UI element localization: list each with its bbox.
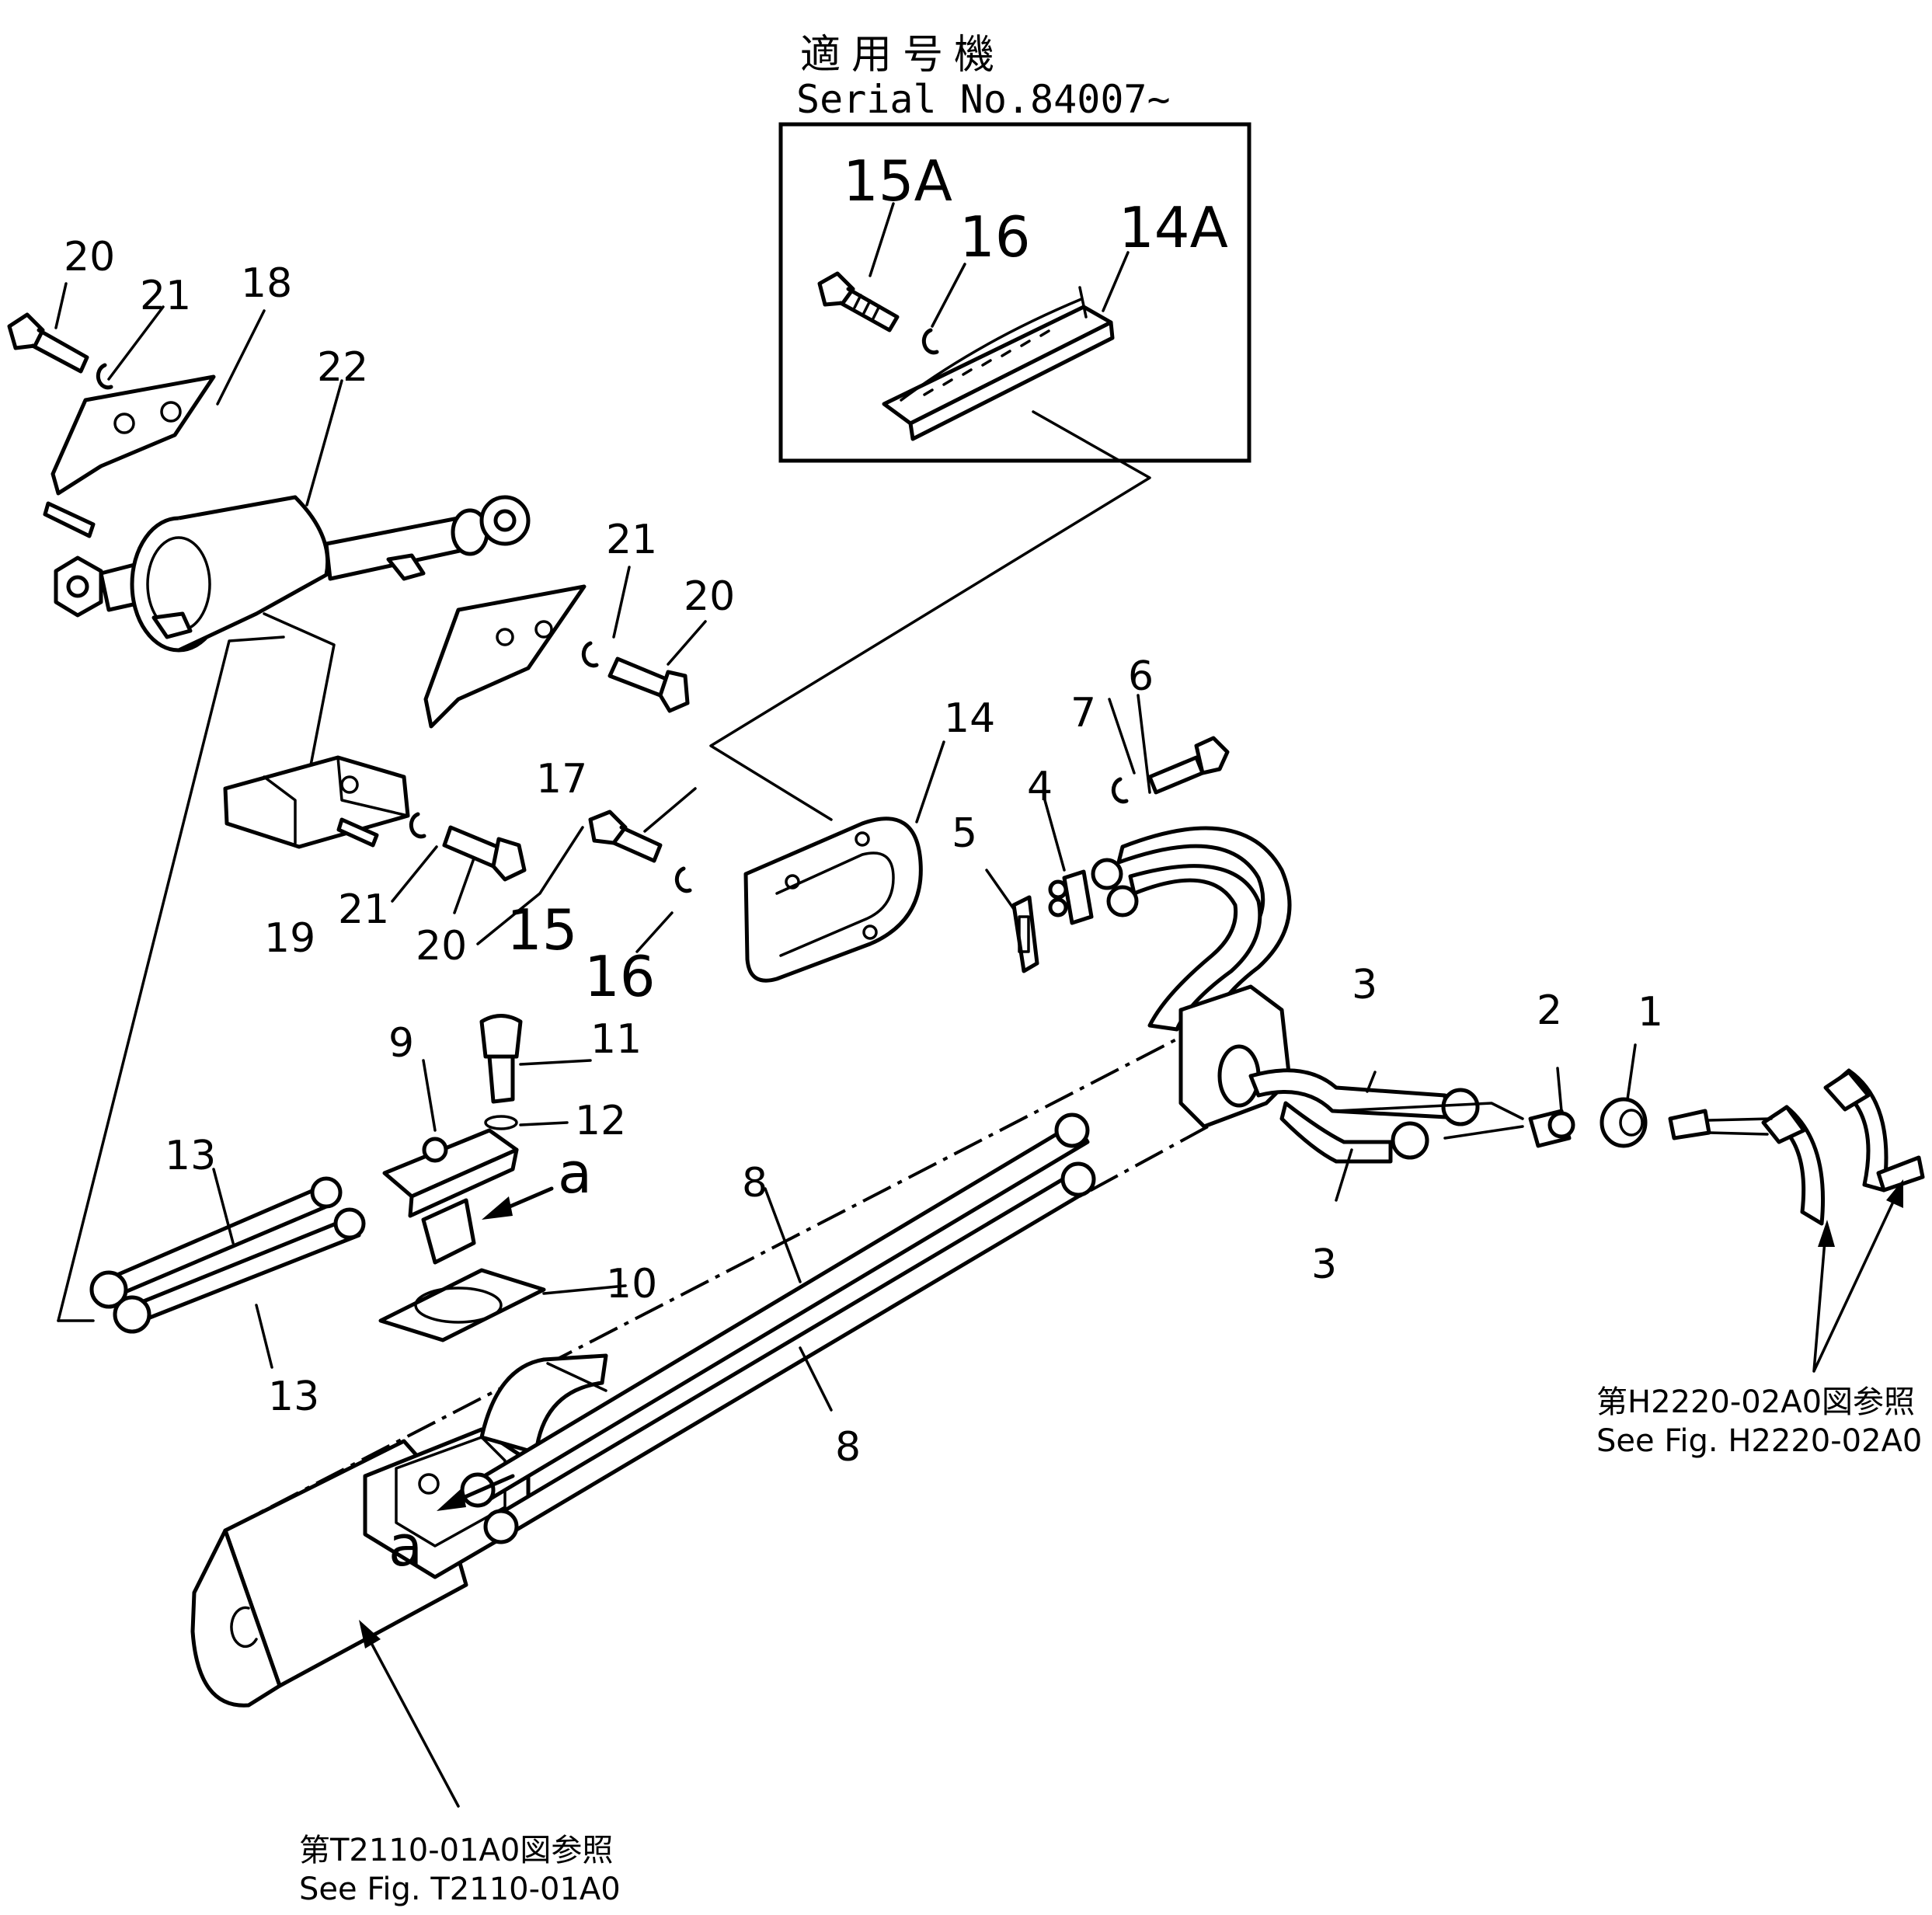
callout-5: 5 [952, 810, 977, 857]
callout-11: 11 [590, 1016, 642, 1063]
inset-washer-16 [921, 328, 939, 355]
bolt-20-mid [607, 656, 690, 713]
callout-4: 4 [1027, 764, 1053, 810]
bolt-20-low [442, 825, 527, 882]
callout-a: a [388, 1513, 423, 1579]
callout-8: 8 [835, 1424, 861, 1471]
hose-3-pair [1248, 1068, 1480, 1164]
callout-a: a [558, 1140, 592, 1206]
callout-7: 7 [1070, 690, 1096, 736]
callout-1: 1 [1638, 989, 1663, 1036]
callout-12: 12 [575, 1098, 626, 1144]
bolt-15 [588, 810, 663, 863]
callout-3: 3 [1352, 962, 1377, 1008]
inset-serial: Serial No.84007~ [796, 77, 1171, 122]
callout-13: 13 [268, 1374, 319, 1420]
callout-2: 2 [1537, 987, 1562, 1034]
callout-17: 17 [536, 756, 587, 803]
block-4 [1048, 869, 1094, 925]
inset-connector [709, 410, 1151, 821]
washer-7 [1111, 777, 1129, 804]
bolt-11 [479, 1014, 523, 1104]
inset-title-jp: 適用号機 [800, 32, 1005, 78]
callout-18: 18 [241, 260, 292, 307]
callout-21: 21 [606, 517, 657, 563]
ref-t2110-jp: 第T2110-01A0図参照 [299, 1833, 613, 1868]
gasket-10 [378, 1268, 546, 1342]
inset-bolt-15A [817, 271, 900, 333]
callout-21: 21 [338, 886, 389, 933]
ref-t2110-en: See Fig. T2110-01A0 [299, 1871, 621, 1907]
callout-14: 14 [944, 695, 995, 742]
view-a-arrow-2 [437, 1474, 515, 1511]
bolt-20-top [7, 312, 89, 374]
washer-16 [674, 866, 692, 893]
callout-19: 19 [264, 915, 315, 962]
ref-arrows-h2220 [1812, 1179, 1903, 1373]
guard-14 [743, 816, 923, 983]
callout-labels: 20 21 18 22 21 20 17 14 6 7 4 5 21 20 19… [64, 234, 1663, 1579]
callout-6: 6 [1128, 653, 1154, 700]
ref-arrow-t2110 [359, 1620, 460, 1808]
bracket-19 [223, 755, 410, 849]
inset-frame [778, 122, 1251, 463]
washer-21-top [96, 363, 113, 390]
washer-21-low [409, 812, 426, 839]
leader-lines [54, 282, 1773, 1412]
fitting-right [1668, 1109, 1711, 1140]
bracket-17 [423, 584, 587, 729]
inset-plate-14A [882, 286, 1115, 441]
inset-label-16: 16 [959, 204, 1031, 270]
valve-9 [382, 1128, 519, 1265]
bolt-6 [1147, 736, 1230, 795]
external-pipes [1761, 1068, 1925, 1226]
hoses-13 [89, 1176, 366, 1334]
callout-10: 10 [606, 1261, 657, 1307]
cylinder-assembly [54, 495, 531, 653]
inset-label-15A: 15A [843, 148, 952, 214]
plate-5 [1011, 895, 1039, 973]
callout-22: 22 [317, 344, 368, 391]
washer-12 [484, 1115, 518, 1130]
ref-h2220-en: See Fig. H2220-02A0 [1596, 1423, 1922, 1459]
callout-3: 3 [1311, 1241, 1337, 1288]
callout-21: 21 [140, 273, 191, 319]
callout-8: 8 [742, 1160, 768, 1206]
joint-block [1178, 984, 1292, 1129]
inset-label-14A: 14A [1119, 195, 1228, 260]
callout-20: 20 [684, 573, 735, 620]
ref-h2220-jp: 第H2220-02A0図参照 [1596, 1384, 1915, 1420]
callout-9: 9 [388, 1020, 414, 1067]
washer-21-mid [581, 641, 599, 668]
callout-20: 20 [64, 234, 115, 280]
hoses-upper [1091, 826, 1292, 1032]
bracket-18 [43, 374, 216, 538]
callout-13: 13 [165, 1133, 216, 1179]
callout-20: 20 [416, 923, 467, 970]
hoses-8 [460, 1112, 1096, 1544]
callout-16: 16 [584, 944, 656, 1009]
fitting-1 [1600, 1097, 1648, 1148]
fitting-2 [1528, 1109, 1575, 1148]
view-a-arrow-1 [482, 1186, 554, 1220]
serial-inset: 適用号機 Serial No.84007~ 15A 16 14A [778, 32, 1251, 463]
boom [190, 1036, 1209, 1708]
reference-notes: 第H2220-02A0図参照 See Fig. H2220-02A0 第T211… [299, 1384, 1922, 1907]
callout-15: 15 [506, 897, 578, 963]
